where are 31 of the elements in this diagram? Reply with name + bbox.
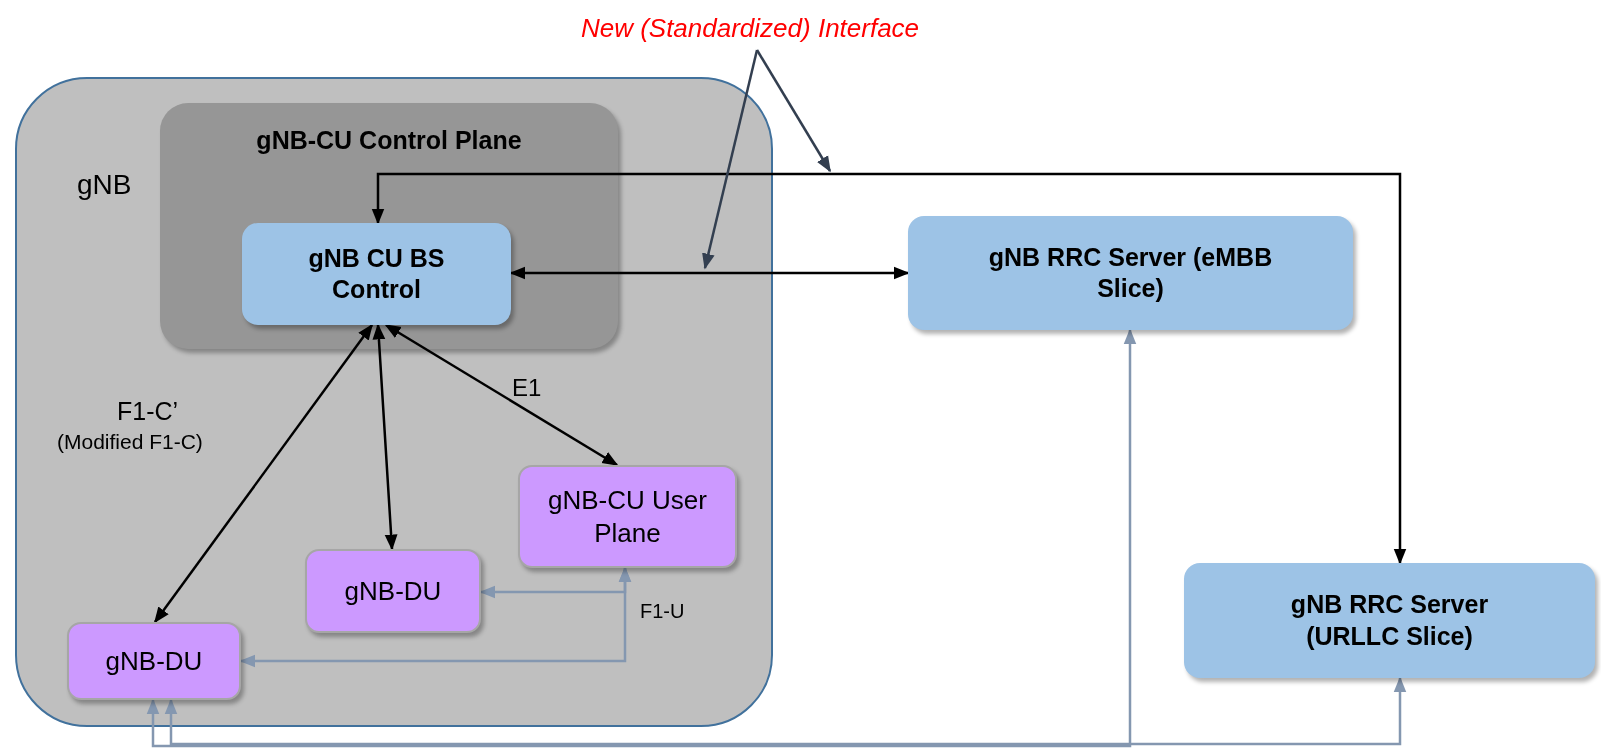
arrow xyxy=(372,323,398,551)
arrow xyxy=(154,323,373,624)
process-box xyxy=(67,622,241,700)
process-box xyxy=(518,465,737,568)
node-label: gNB CU BS Control xyxy=(307,242,446,305)
interface-label: (Modified F1-C) xyxy=(57,430,203,454)
node-label: gNB-DU xyxy=(105,644,203,678)
annotation-text: New (Standardized) Interface xyxy=(580,11,920,45)
node-label: gNB-DU xyxy=(344,574,442,608)
arrow xyxy=(146,328,1137,748)
enclosure-box xyxy=(15,77,773,727)
node-label: gNB RRC Server (URLLC Slice) xyxy=(1289,589,1490,652)
arrow xyxy=(371,172,1407,565)
interface-label: F1-C’ xyxy=(117,397,179,426)
arrow xyxy=(384,323,619,467)
group-title: gNB xyxy=(77,168,132,202)
group-title: gNB-CU Control Plane xyxy=(256,125,522,156)
leader-line xyxy=(702,49,759,270)
process-box xyxy=(1184,563,1595,678)
edge-label: E1 xyxy=(512,374,542,402)
node-label: gNB-CU User Plane xyxy=(547,484,708,549)
arrow xyxy=(239,566,632,668)
arrow xyxy=(509,266,910,280)
group-box xyxy=(160,103,618,349)
process-box xyxy=(908,216,1353,330)
leader-line xyxy=(755,49,832,173)
process-box xyxy=(242,223,511,325)
arrow xyxy=(164,676,1407,746)
process-box xyxy=(305,549,481,633)
edge-label: F1-U xyxy=(640,600,685,623)
node-label: gNB RRC Server (eMBB Slice) xyxy=(987,241,1274,304)
